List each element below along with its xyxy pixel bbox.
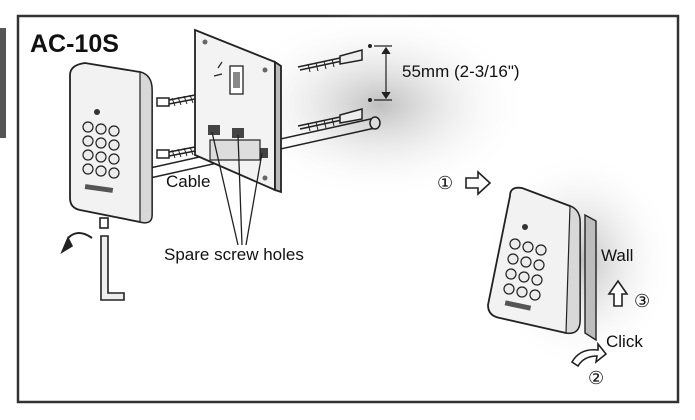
step-one-arrow [465, 170, 492, 196]
step-three-marker: ③ [634, 291, 651, 311]
step-two-arrow [570, 341, 608, 368]
hex-key [60, 217, 125, 301]
wall-label: Wall [601, 246, 634, 265]
click-label: Click [606, 332, 643, 351]
keypad-device-right [487, 186, 597, 342]
wall-shadow-top [230, 10, 530, 200]
mounting-plate [194, 28, 282, 194]
screws [156, 44, 372, 159]
left-edge-tab [0, 28, 6, 138]
step-three-arrow [607, 279, 629, 307]
cable-label: Cable [166, 172, 211, 191]
step-one-marker: ① [437, 173, 454, 193]
spare-holes-leaders [211, 131, 263, 246]
dimension-bracket [374, 45, 392, 101]
model-name: AC-10S [30, 30, 119, 58]
spare-holes-label: Spare screw holes [164, 245, 304, 264]
dimension-label: 55mm (2-3/16") [402, 62, 520, 81]
step-two-marker: ② [588, 368, 605, 388]
keypad-device-left [69, 62, 153, 224]
